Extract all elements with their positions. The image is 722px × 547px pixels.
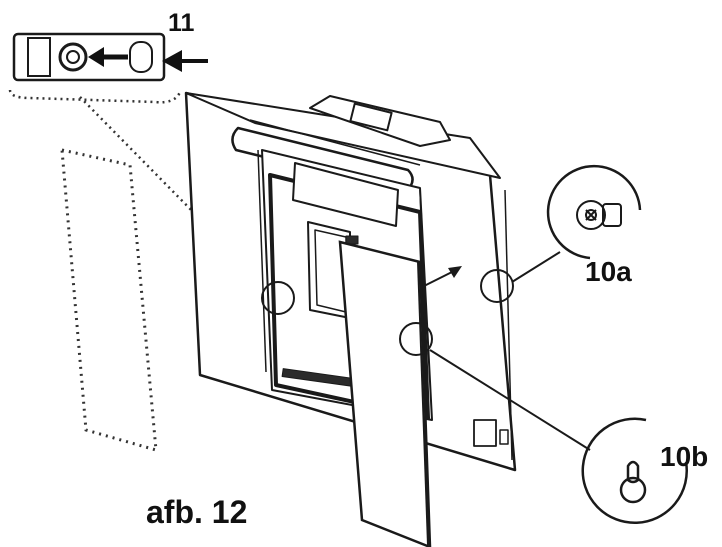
callout-10a-screw xyxy=(511,164,642,283)
callout-10b-label: 10b xyxy=(660,441,708,472)
step-11-label: 11 xyxy=(168,9,195,37)
screw-icon xyxy=(576,200,622,230)
push-arrow xyxy=(162,50,208,72)
screw-position-left xyxy=(261,281,295,315)
screw-position-right xyxy=(480,269,514,303)
keyhole-position xyxy=(399,322,433,356)
clip-lead-line xyxy=(8,89,266,286)
dotted-panel-outline xyxy=(60,148,158,453)
callout-10a-label: 10a xyxy=(585,256,632,287)
figure-caption: afb. 12 xyxy=(146,494,247,530)
mounting-bracket-plate xyxy=(338,240,432,547)
keyhole-icon xyxy=(619,460,647,504)
clip-detail xyxy=(12,32,208,82)
callout-10b-keyhole xyxy=(429,349,688,524)
